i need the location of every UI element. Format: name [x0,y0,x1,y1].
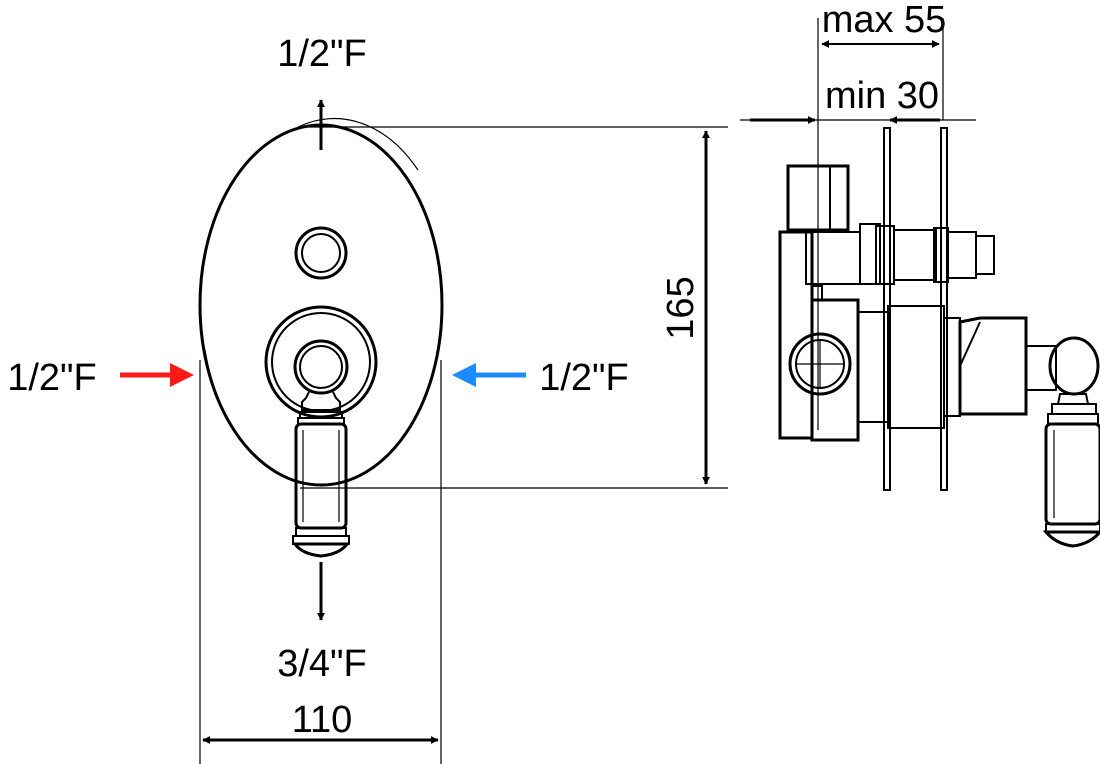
front-view: 1/2"F 1/2"F 1/2"F 3/4"F 110 165 [7,33,728,764]
diverter-knob [294,226,348,280]
hot-inlet-label: 1/2"F [7,357,97,399]
cover-plate [198,123,444,487]
cold-inlet-arrow [452,363,526,387]
hot-inlet-arrow [120,363,194,387]
mixer-cartridge [857,305,1028,429]
depth-max-label: max 55 [822,0,947,41]
valve-body [778,164,861,442]
diverter-stem [859,223,995,285]
side-view: max 55 min 30 [740,0,1100,548]
height-label: 165 [660,276,702,339]
depth-min-label: min 30 [825,75,939,117]
outlet-top-label: 1/2"F [277,33,367,75]
side-handle [1025,336,1100,548]
width-label: 110 [292,699,353,741]
wall-plates [883,127,948,491]
cold-inlet-label: 1/2"F [539,357,629,399]
outlet-bottom-label: 3/4"F [277,643,367,685]
mixer-handle [264,305,378,558]
